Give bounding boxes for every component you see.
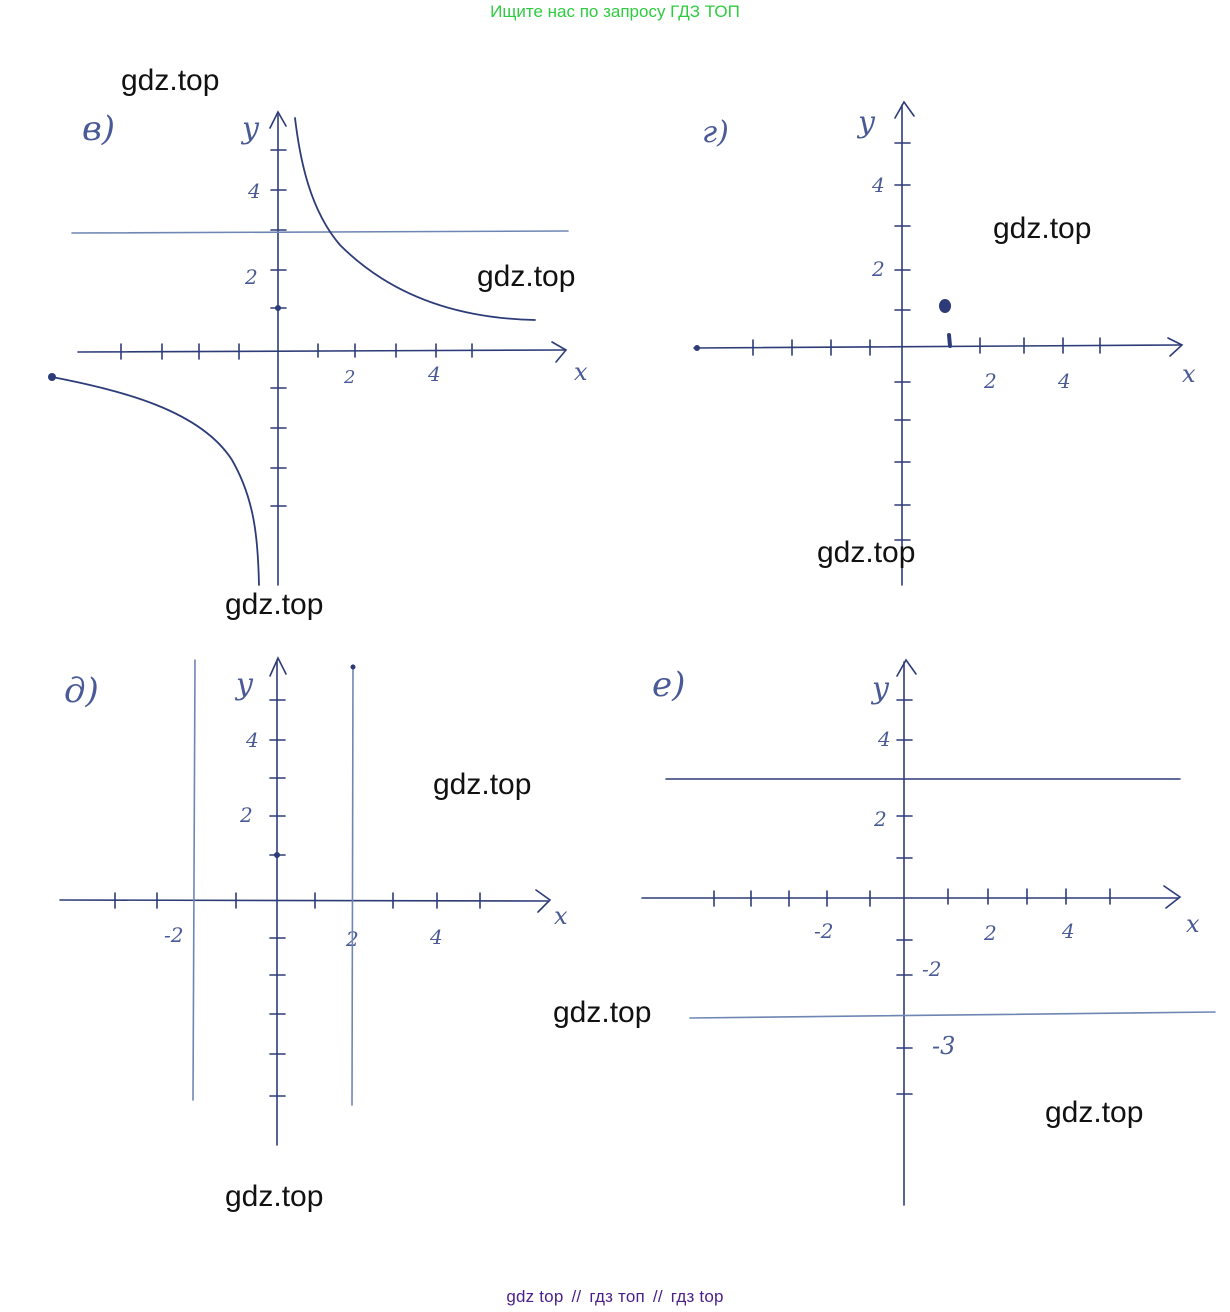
graph-e-x-ticks <box>713 888 1111 907</box>
graph-v-tick-label-x4: 4 <box>427 362 441 386</box>
graph-g-y-label: y <box>856 105 876 140</box>
graph-e-tick-label-ym3: -3 <box>932 1032 955 1060</box>
graph-v-curve-left <box>51 376 260 586</box>
graph-d-tick-label-y2: 2 <box>239 803 253 827</box>
graph-g-y-ticks <box>894 142 911 541</box>
graph-d-x-arrow <box>535 889 552 913</box>
graph-g-axis-start <box>694 345 700 351</box>
watermark-4: gdz.top <box>993 212 1092 245</box>
graph-d-x-axis <box>59 899 549 902</box>
graph-g-point-tick <box>947 333 952 348</box>
graph-v: в) x y 4 2 2 4 <box>48 109 588 586</box>
search-banner: Ищите нас по запросу ГДЗ ТОП <box>490 2 740 21</box>
watermark-3: gdz.top <box>225 588 324 621</box>
graph-g-x-arrow <box>1167 337 1184 357</box>
graph-v-x-label: x <box>574 358 588 386</box>
graph-e-y-arrow <box>896 658 917 677</box>
graph-d-point <box>274 852 280 858</box>
graph-e-tick-label-ym2: -2 <box>922 957 941 981</box>
graph-e-y-ticks <box>896 699 913 1095</box>
graph-e-x-arrow <box>1163 885 1182 909</box>
graph-e-x-label: x <box>1186 910 1200 938</box>
graph-d-tick-label-y4: 4 <box>245 728 259 752</box>
graph-d-y-arrow <box>269 656 287 677</box>
graph-g-tick-label-y4: 4 <box>871 173 885 197</box>
watermark-2: gdz.top <box>477 260 576 293</box>
graph-d-line-left <box>192 659 196 1101</box>
graph-v-tick-label-x2: 2 <box>343 367 355 388</box>
watermark-9: gdz.top <box>225 1180 324 1213</box>
graph-d-line-right <box>351 664 354 1106</box>
graph-v-endpoint <box>48 373 56 381</box>
graph-v-x-axis <box>77 349 566 353</box>
graph-e-y-label: y <box>870 671 890 706</box>
graph-d-tick-label-x4: 4 <box>429 925 443 949</box>
graph-g-label: г) <box>702 115 729 150</box>
watermark-5: gdz.top <box>817 536 916 569</box>
graph-g-tick-label-x4: 4 <box>1057 369 1071 393</box>
graph-v-label: в) <box>82 109 115 149</box>
graph-v-asymptote <box>71 230 569 234</box>
graph-v-tick-label-y2: 2 <box>244 265 258 289</box>
graph-e-tick-label-xm2: -2 <box>814 919 833 943</box>
footer-separator-1: // <box>571 1287 582 1306</box>
graph-g-x-axis <box>693 344 1181 349</box>
graph-d-line-right-cap <box>350 664 356 670</box>
watermark-7: gdz.top <box>553 996 652 1029</box>
graph-e-tick-label-y4: 4 <box>877 727 891 751</box>
graph-v-y-label: y <box>240 111 260 146</box>
footer-links: gdz top // гдз топ // гдз top <box>0 1287 1230 1307</box>
watermark-1: gdz.top <box>121 64 220 97</box>
graph-e-tick-label-x4: 4 <box>1061 919 1075 943</box>
graph-g-point <box>939 299 951 313</box>
footer-link-1[interactable]: gdz top <box>506 1287 564 1306</box>
watermark-6: gdz.top <box>433 768 532 801</box>
graph-e-line-bottom <box>689 1011 1216 1019</box>
graph-e-tick-label-y2: 2 <box>873 807 887 831</box>
graph-d-x-ticks <box>114 892 481 909</box>
graph-g-tick-label-x2: 2 <box>983 369 997 393</box>
graph-g-x-label: x <box>1182 360 1196 388</box>
graph-v-y-arrow <box>269 110 287 129</box>
graph-d-label: д) <box>64 671 99 711</box>
graph-e-label: е) <box>652 665 685 705</box>
graph-v-y-ticks <box>270 149 287 507</box>
graph-g: г) x y 4 2 2 4 <box>693 100 1196 586</box>
graph-v-point <box>275 305 281 311</box>
graph-v-curve-right <box>294 117 536 321</box>
graph-e: е) x y 4 2 -2 2 4 -2 -3 <box>641 658 1216 1206</box>
graph-v-tick-label-y4: 4 <box>247 179 261 203</box>
graph-g-y-arrow <box>894 100 915 119</box>
graph-v-x-ticks <box>120 343 473 360</box>
watermark-8: gdz.top <box>1045 1096 1144 1129</box>
graph-d-x-label: x <box>554 902 568 930</box>
footer-separator-2: // <box>652 1287 663 1306</box>
footer-link-3[interactable]: гдз top <box>670 1287 724 1306</box>
graph-e-tick-label-x2: 2 <box>983 921 997 945</box>
graph-d: д) x y 4 2 -2 2 4 <box>59 656 568 1146</box>
graph-d-y-label: y <box>234 667 254 702</box>
graph-v-x-arrow <box>551 341 568 363</box>
graph-g-x-ticks <box>752 337 1101 356</box>
graph-d-tick-label-xm2: -2 <box>164 923 183 947</box>
graph-g-tick-label-y2: 2 <box>871 257 885 281</box>
footer-link-2[interactable]: гдз топ <box>589 1287 645 1306</box>
